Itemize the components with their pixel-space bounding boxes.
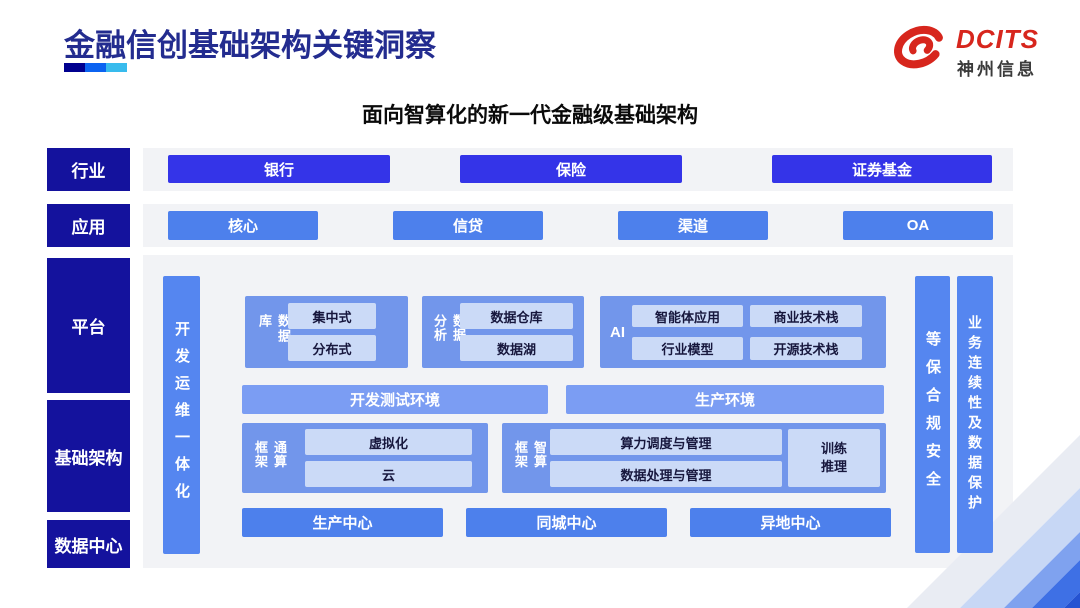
page-title: 金融信创基础架构关键洞察 [64, 28, 436, 63]
industry-box-insurance: 保险 [460, 155, 682, 183]
row-label-infrastructure: 基础架构 [47, 400, 130, 512]
datacenter-box-same-city: 同城中心 [466, 508, 667, 537]
section-ai: AI 智能体应用 商业技术栈 行业模型 开源技术栈 [600, 296, 886, 368]
training-line: 训练 [820, 441, 847, 457]
intelligent-item-data-processing: 数据处理与管理 [550, 461, 782, 487]
corner-decoration [850, 370, 1080, 608]
application-box-channel: 渠道 [618, 211, 768, 240]
general-item-virtualization: 虚拟化 [305, 429, 472, 455]
row-label-application: 应用 [47, 204, 130, 247]
application-box-core: 核心 [168, 211, 318, 240]
section-ai-label: AI [610, 323, 625, 341]
env-dev-test: 开发测试环境 [242, 385, 548, 414]
ai-item-industry-models: 行业模型 [632, 337, 743, 360]
title-underline [64, 63, 127, 72]
section-analytics: 数据分析 数据仓库 数据湖 [422, 296, 584, 368]
general-item-cloud: 云 [305, 461, 472, 487]
pillar-devops: 开发运维一体化 [163, 276, 200, 554]
intelligent-item-training-inference: 训练 推理 [788, 429, 880, 487]
ai-item-opensource-stack: 开源技术栈 [750, 337, 862, 360]
pillar-security-compliance: 等保合规安全 [915, 276, 950, 553]
inference-line: 推理 [820, 459, 847, 474]
section-database: 数据库 集中式 分布式 [245, 296, 408, 368]
logo-brand-text: DCITS [956, 24, 1039, 54]
corner-stripe-2 [960, 488, 1080, 608]
database-item-distributed: 分布式 [288, 335, 376, 361]
ai-item-agent-apps: 智能体应用 [632, 305, 743, 327]
application-box-oa: OA [843, 211, 993, 240]
corner-stripe-4 [1032, 560, 1080, 608]
logo-swirl-icon [888, 18, 950, 76]
datacenter-box-production: 生产中心 [242, 508, 443, 537]
section-general-compute: 通算框架 虚拟化 云 [242, 423, 488, 493]
row-label-industry: 行业 [47, 148, 130, 191]
underline-segment-blue [85, 63, 106, 72]
underline-segment-dark [64, 63, 85, 72]
row-label-platform: 平台 [47, 258, 130, 393]
general-compute-label: 通算框架 [253, 440, 287, 469]
intelligent-item-compute-scheduling: 算力调度与管理 [550, 429, 782, 455]
analytics-item-warehouse: 数据仓库 [460, 303, 573, 329]
row-label-datacenter: 数据中心 [47, 520, 130, 568]
ai-item-commercial-stack: 商业技术栈 [750, 305, 862, 327]
datacenter-box-remote: 异地中心 [690, 508, 891, 537]
industry-box-securities: 证券基金 [772, 155, 992, 183]
corner-stripe-3 [1004, 532, 1080, 608]
industry-box-bank: 银行 [168, 155, 390, 183]
analytics-item-lake: 数据湖 [460, 335, 573, 361]
pillar-business-continuity: 业务连续性及数据保护 [957, 276, 993, 553]
section-database-label: 数据库 [257, 314, 291, 344]
underline-segment-light [106, 63, 127, 72]
corner-stripe-5 [1064, 592, 1080, 608]
diagram-subtitle: 面向智算化的新一代金融级基础架构 [362, 104, 698, 127]
application-box-credit: 信贷 [393, 211, 543, 240]
env-production: 生产环境 [566, 385, 884, 414]
intelligent-compute-label: 智算框架 [513, 440, 547, 469]
database-item-centralized: 集中式 [288, 303, 376, 329]
logo-company-text: 神州信息 [957, 60, 1037, 79]
corner-stripe-1 [907, 435, 1080, 608]
section-intelligent-compute: 智算框架 算力调度与管理 数据处理与管理 训练 推理 [502, 423, 886, 493]
